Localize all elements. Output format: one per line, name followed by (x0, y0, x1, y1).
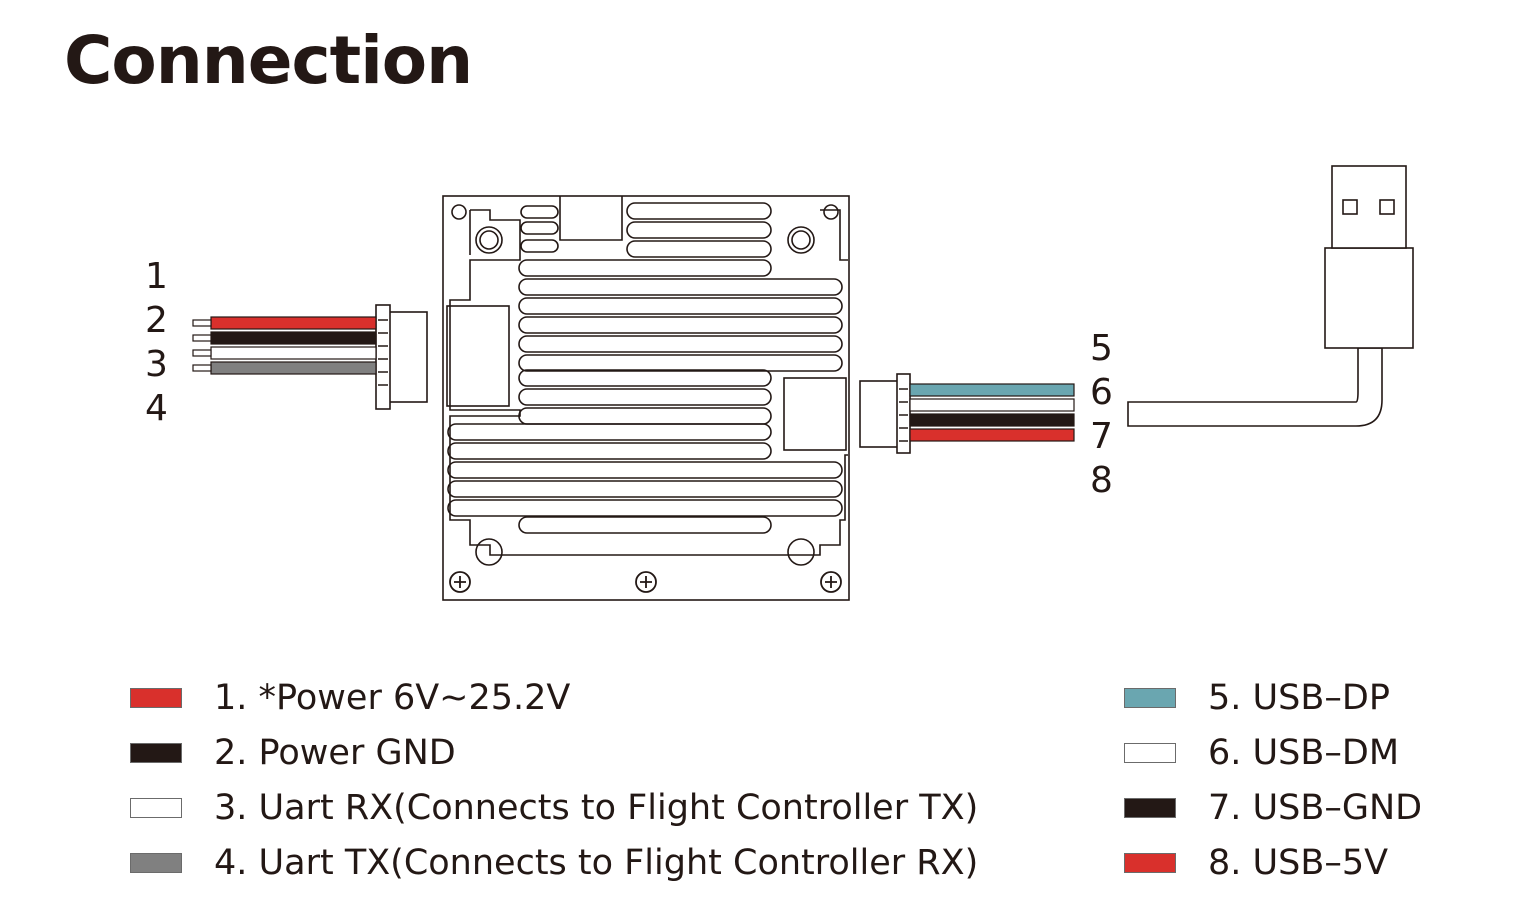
wire-tip (192, 334, 212, 342)
legend-label: 5. USB–DP (1208, 677, 1390, 718)
legend-label: 6. USB–DM (1208, 732, 1400, 773)
pin-number-5: 5 (1090, 328, 1113, 369)
legend-item: 5. USB–DP (1124, 670, 1422, 725)
page-title: Connection (64, 22, 473, 99)
color-swatch-red (1124, 852, 1176, 873)
legend-item: 4. Uart TX(Connects to Flight Controller… (130, 835, 978, 890)
connection-diagram: 1 2 3 4 5 6 7 8 (145, 165, 1414, 601)
wire-white (909, 398, 1075, 412)
left-pin-numbers: 1 2 3 4 (145, 256, 168, 429)
color-swatch-red (130, 687, 182, 708)
right-wire-bundle (909, 383, 1075, 442)
legend-right: 5. USB–DP 6. USB–DM 7. USB–GND 8. USB–5V (1124, 670, 1422, 890)
wire-teal (909, 383, 1075, 397)
wire-red (210, 316, 377, 330)
legend-item: 6. USB–DM (1124, 725, 1422, 780)
legend-label: 8. USB–5V (1208, 842, 1389, 883)
screw-hole-icon (449, 571, 842, 593)
pin-number-1: 1 (145, 256, 168, 297)
wire-black (210, 331, 377, 345)
color-swatch-black (1124, 797, 1176, 818)
left-connector (375, 304, 428, 410)
wire-black (909, 413, 1075, 427)
legend-label: 3. Uart RX(Connects to Flight Controller… (214, 787, 979, 828)
pin-number-6: 6 (1090, 372, 1113, 413)
legend-item: 7. USB–GND (1124, 780, 1422, 835)
wire-gray (210, 361, 377, 375)
wire-red (909, 428, 1075, 442)
wire-white (210, 346, 377, 360)
legend-label: 7. USB–GND (1208, 787, 1423, 828)
legend-item: 3. Uart RX(Connects to Flight Controller… (130, 780, 978, 835)
wire-tip (192, 364, 212, 372)
pin-number-4: 4 (145, 388, 168, 429)
legend-item: 2. Power GND (130, 725, 978, 780)
color-swatch-teal (1124, 687, 1176, 708)
right-connector (859, 373, 911, 454)
right-pin-numbers: 5 6 7 8 (1090, 328, 1113, 501)
legend-item: 8. USB–5V (1124, 835, 1422, 890)
color-swatch-black (130, 742, 182, 763)
pin-number-2: 2 (145, 300, 168, 341)
color-swatch-white (1124, 742, 1176, 763)
legend-label: 4. Uart TX(Connects to Flight Controller… (214, 842, 979, 883)
left-wire-bundle (192, 316, 377, 375)
color-swatch-white (130, 797, 182, 818)
wire-tip (192, 319, 212, 327)
heatsink-module-icon (442, 195, 850, 601)
pin-number-3: 3 (145, 344, 168, 385)
legend-label: 2. Power GND (214, 732, 456, 773)
legend-item: 1. *Power 6V~25.2V (130, 670, 978, 725)
pin-number-8: 8 (1090, 460, 1113, 501)
pin-number-7: 7 (1090, 416, 1113, 457)
legend-label: 1. *Power 6V~25.2V (214, 677, 571, 718)
legend-left: 1. *Power 6V~25.2V 2. Power GND 3. Uart … (130, 670, 978, 890)
color-swatch-gray (130, 852, 182, 873)
usb-a-plug-icon (1127, 165, 1414, 427)
wire-tip (192, 349, 212, 357)
